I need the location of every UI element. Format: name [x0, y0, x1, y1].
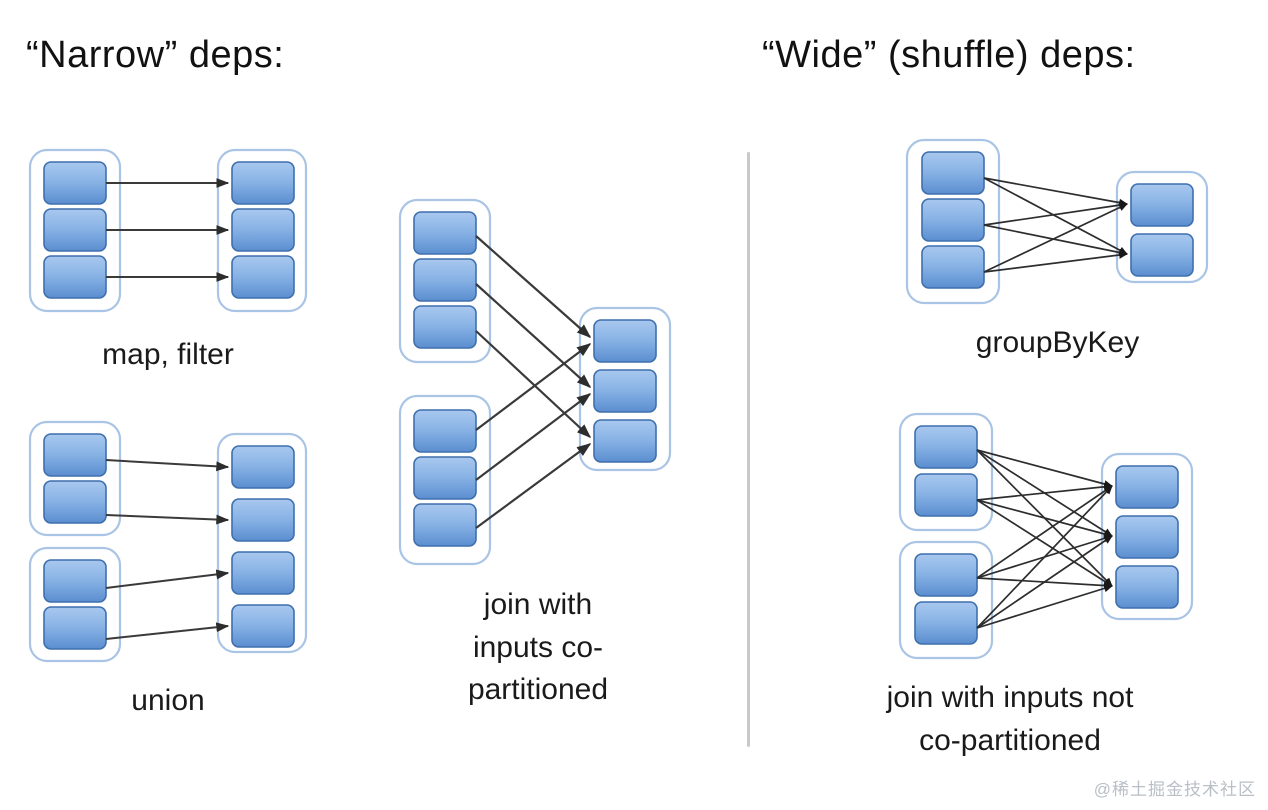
partition-box	[1130, 183, 1194, 227]
partition-box	[1115, 515, 1179, 559]
caption-join-co-partitioned: join with inputs co- partitioned	[467, 588, 609, 707]
partition-box	[43, 433, 107, 477]
partition-box	[43, 255, 107, 299]
partition-box	[231, 208, 295, 252]
partition-box	[413, 409, 477, 453]
partition-box	[231, 161, 295, 205]
partition-box	[914, 601, 978, 645]
diagram-join-co-partitioned	[398, 198, 678, 566]
caption-union: union	[131, 684, 205, 717]
partition-box	[413, 456, 477, 500]
diagram-map-filter	[28, 148, 308, 313]
partition-box	[593, 419, 657, 463]
partition-box	[593, 319, 657, 363]
partition-box	[413, 305, 477, 349]
dependency-edges	[976, 449, 1113, 629]
diagram-join-not-co-partitioned	[898, 412, 1203, 660]
partition-box	[43, 161, 107, 205]
dependency-edges	[106, 178, 230, 282]
vertical-divider	[747, 152, 750, 747]
caption-join-not-co-partitioned: join with inputs not co-partitioned	[886, 681, 1134, 757]
partition-box	[231, 445, 295, 489]
partition-box	[43, 559, 107, 603]
partition-box	[921, 245, 985, 289]
partition-box	[231, 551, 295, 595]
partition-box	[1115, 565, 1179, 609]
partition-box	[231, 255, 295, 299]
partition-box	[43, 480, 107, 524]
partition-box	[593, 369, 657, 413]
caption-group-by-key: groupByKey	[975, 326, 1140, 359]
partition-box	[43, 208, 107, 252]
dependency-edges	[983, 177, 1128, 273]
partition-box	[921, 151, 985, 195]
partition-box	[43, 606, 107, 650]
heading-wide-deps: “Wide” (shuffle) deps:	[762, 34, 1136, 76]
partition-box	[1130, 233, 1194, 277]
partition-box	[914, 473, 978, 517]
partition-box	[231, 498, 295, 542]
partition-box	[413, 211, 477, 255]
partition-box	[413, 503, 477, 547]
diagram-union	[28, 420, 308, 665]
caption-map-filter: map, filter	[102, 338, 234, 371]
dependency-edges	[475, 235, 592, 529]
partition-box	[914, 553, 978, 597]
partition-box	[1115, 465, 1179, 509]
diagram-group-by-key	[905, 138, 1210, 313]
partition-box	[413, 258, 477, 302]
partition-box	[921, 198, 985, 242]
partition-box	[231, 604, 295, 648]
heading-narrow-deps: “Narrow” deps:	[26, 34, 285, 76]
partition-box	[914, 425, 978, 469]
dependency-edges	[105, 459, 230, 640]
watermark: @稀土掘金技术社区	[1093, 780, 1256, 799]
